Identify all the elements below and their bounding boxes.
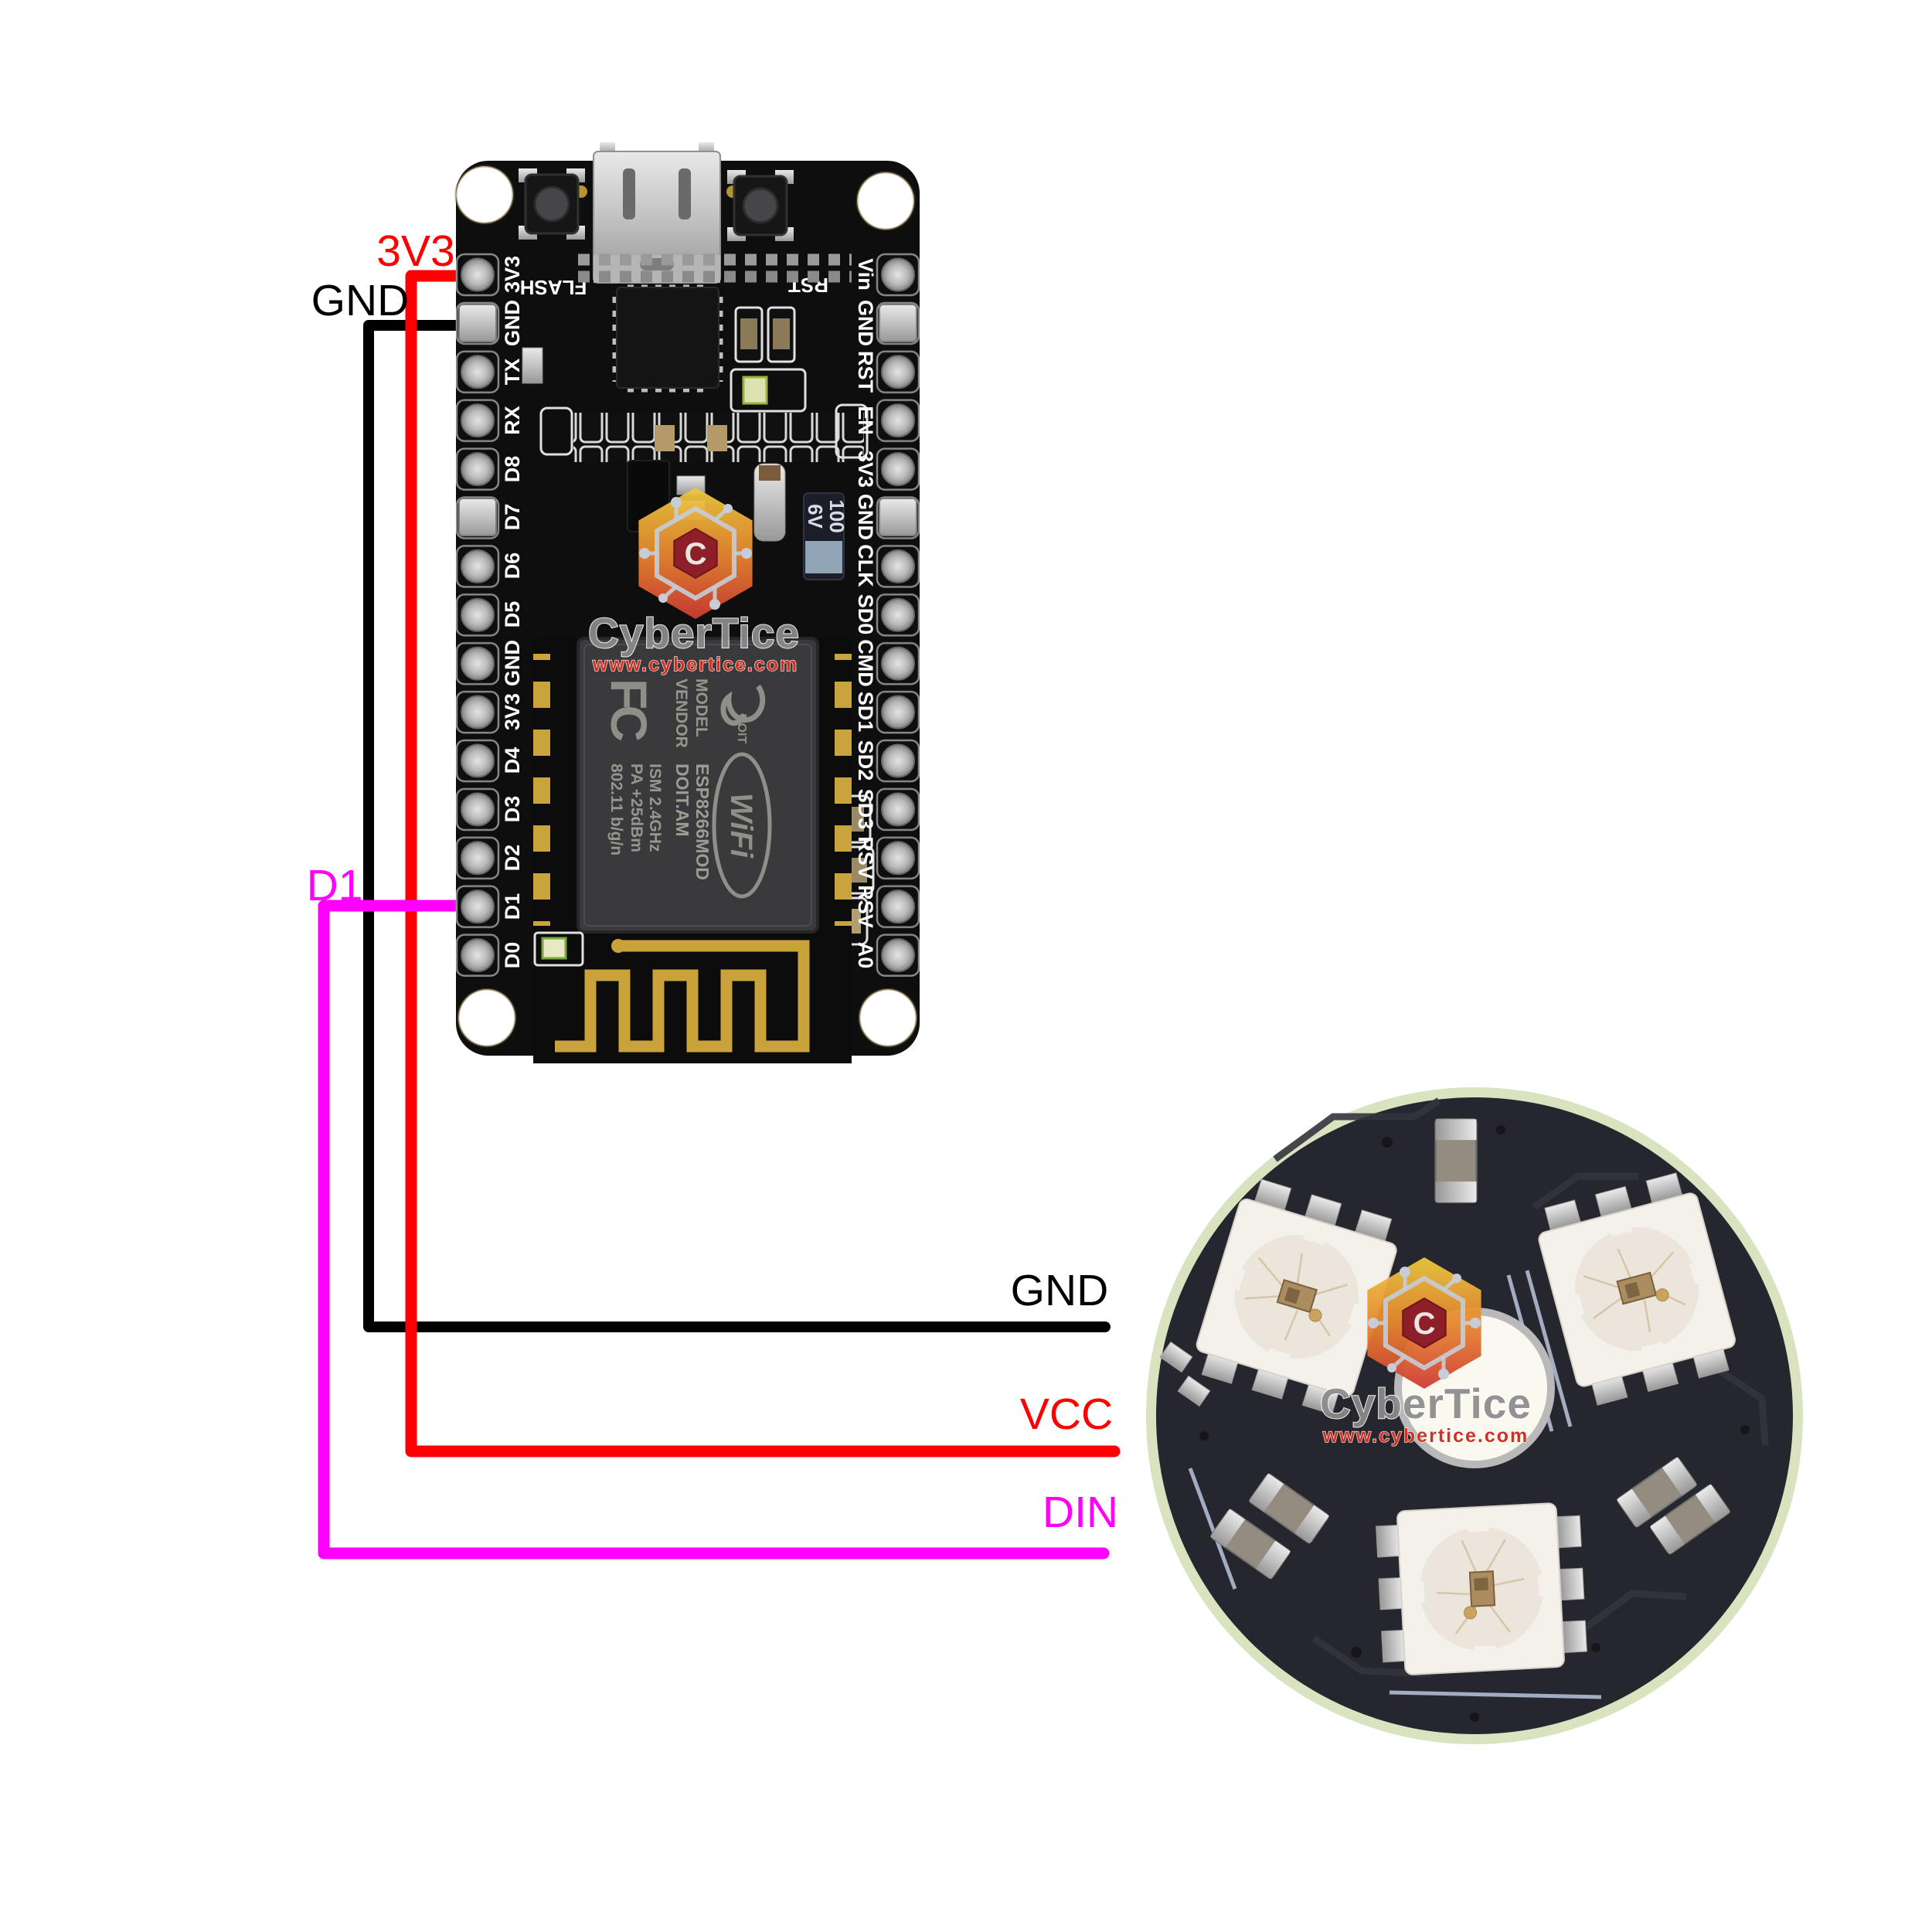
ws2812-led-3 xyxy=(1374,1500,1589,1678)
pin-label-left-13: D1 xyxy=(501,893,524,920)
pin-label-right-12: RSV xyxy=(854,836,877,879)
label-gnd-left: GND xyxy=(311,276,410,325)
power-wire xyxy=(405,270,1121,1458)
flash-button-label: FLASH xyxy=(520,276,587,299)
doit-logo xyxy=(720,684,766,726)
module-led xyxy=(533,931,584,967)
pin-label-right-11: SD3 xyxy=(854,789,877,830)
pin-label-right-0: Vin xyxy=(854,258,877,291)
label-vcc: VCC xyxy=(1020,1389,1113,1439)
shield-vendor-value: DOIT.AM xyxy=(672,764,692,837)
pin-label-left-8: GND xyxy=(501,640,524,686)
shield-standard: 802.11 b/g/n xyxy=(607,764,625,855)
pin-labels-left: 3V3 GND TX RX D8 D7 D6 D5 GND 3V3 D4 D3 … xyxy=(501,256,524,968)
pin-label-right-14: A0 xyxy=(854,942,877,969)
capacitor-voltage: 6V xyxy=(804,504,827,529)
led-ring-board: CyberTice www.cybertice.com xyxy=(1146,1087,1803,1744)
pin-label-right-9: SD1 xyxy=(854,692,877,733)
shield-pa: PA +25dBm xyxy=(628,764,645,852)
pin-labels-right: Vin GND RST EN 3V3 GND CLK SD0 CMD SD1 S… xyxy=(854,258,877,968)
pin-label-left-10: D4 xyxy=(501,747,524,774)
cybertice-url-ring: www.cybertice.com xyxy=(1322,1425,1529,1447)
pin-label-right-13: RSV xyxy=(854,885,877,928)
wires xyxy=(318,270,1121,1560)
pin-label-right-2: RST xyxy=(854,351,877,393)
label-gnd-right: GND xyxy=(1011,1266,1109,1315)
wire-labels: 3V3 GND D1 GND VCC DIN xyxy=(307,226,1119,1537)
pin-label-left-3: RX xyxy=(501,406,524,435)
doit-mark: DOIT xyxy=(735,714,748,743)
pin-label-right-3: EN xyxy=(854,406,877,435)
pin-label-left-9: 3V3 xyxy=(501,693,524,730)
square-gnd-pads xyxy=(458,304,917,536)
cybertice-url-nodemcu: www.cybertice.com xyxy=(592,654,799,675)
capacitor-100-6v: 100 6V xyxy=(803,492,849,580)
pin-label-right-4: 3V3 xyxy=(854,451,877,488)
pin-label-left-6: D6 xyxy=(501,553,524,580)
nodemcu-board: FLASH RST xyxy=(454,142,922,1063)
pin-label-left-12: D2 xyxy=(501,845,524,872)
wifi-logo-oval xyxy=(712,752,772,899)
esp8266-module: DOIT WiFi MODEL VENDOR ESP8266MOD DOIT.A… xyxy=(533,637,852,1063)
ring-solder-pads xyxy=(1159,1341,1211,1407)
pin-pads-left xyxy=(454,250,502,979)
fcc-mark: FC xyxy=(600,679,658,740)
label-d1: D1 xyxy=(307,861,363,910)
pin-pads-right xyxy=(874,250,922,979)
pin-label-right-5: GND xyxy=(854,494,877,540)
shield-vendor-label: VENDOR xyxy=(672,679,690,748)
wifi-mark: WiFi xyxy=(724,793,758,859)
mounting-holes xyxy=(454,165,918,1048)
pin-label-left-1: GND xyxy=(501,300,524,346)
wifi-antenna xyxy=(555,939,810,1053)
pin-label-left-14: D0 xyxy=(501,942,524,969)
shield-markings: DOIT WiFi MODEL VENDOR ESP8266MOD DOIT.A… xyxy=(600,679,772,899)
castellation-right xyxy=(835,654,852,926)
pin-label-right-10: SD2 xyxy=(854,740,877,781)
pin-label-left-0: 3V3 xyxy=(501,256,524,293)
pin-label-left-7: D5 xyxy=(501,601,524,628)
shield-model-value: ESP8266MOD xyxy=(692,764,713,880)
cybertice-brand-nodemcu: CyberTice xyxy=(588,609,800,657)
pin-label-left-2: TX xyxy=(501,359,524,386)
label-3v3: 3V3 xyxy=(376,226,454,276)
pin-label-right-7: SD0 xyxy=(854,594,877,635)
cybertice-brand-ring: CyberTice xyxy=(1320,1379,1532,1427)
capacitor-value: 100 xyxy=(825,499,849,532)
usb-connector xyxy=(575,142,739,284)
pin-label-right-1: GND xyxy=(854,300,877,346)
shield-model-label: MODEL xyxy=(692,679,710,737)
flash-button xyxy=(517,167,587,241)
reset-button xyxy=(726,168,795,243)
antenna-trace xyxy=(555,940,810,1053)
pin-label-left-4: D8 xyxy=(501,456,524,483)
data-wire xyxy=(318,900,1110,1560)
label-din: DIN xyxy=(1043,1488,1118,1537)
cp2102-chip xyxy=(612,284,723,393)
pin-label-left-11: D3 xyxy=(501,796,524,823)
esp-shield: DOIT WiFi MODEL VENDOR ESP8266MOD DOIT.A… xyxy=(577,637,819,934)
ring-capacitor-top xyxy=(1434,1118,1478,1203)
pin-label-right-6: CLK xyxy=(854,544,877,587)
pin-label-right-8: CMD xyxy=(854,639,877,687)
castellation-left xyxy=(533,654,550,926)
shield-ism: ISM 2.4GHz xyxy=(646,764,664,852)
gnd-wire xyxy=(363,320,1111,1332)
pin-label-left-5: D7 xyxy=(501,504,524,531)
